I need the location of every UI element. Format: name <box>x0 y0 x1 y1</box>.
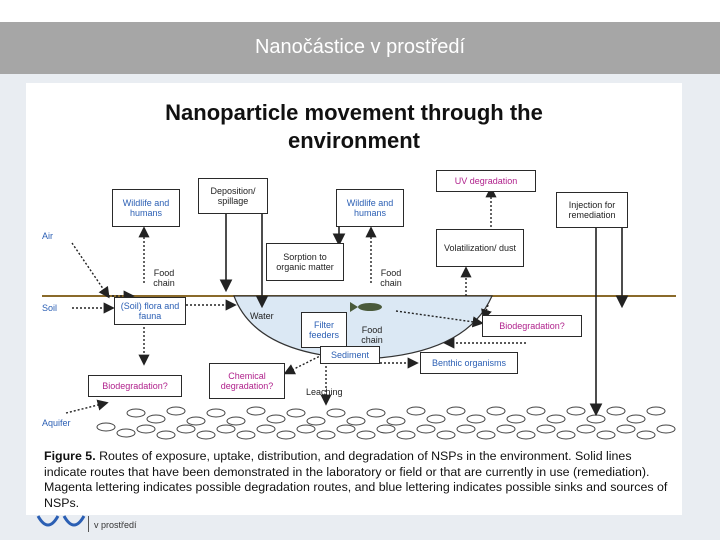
box-soil-flora-fauna: (Soil) flora and fauna <box>114 297 186 325</box>
box-deposition-spillage: Deposition/ spillage <box>198 178 268 214</box>
label-food-chain-3: Food chain <box>354 325 390 345</box>
box-chemical-degradation: Chemical degradation? <box>209 363 285 399</box>
caption-figure-number: Figure 5. <box>44 449 96 463</box>
box-biodegradation-right: Biodegradation? <box>482 315 582 337</box>
caption-text: Routes of exposure, uptake, distribution… <box>44 449 667 510</box>
top-strip <box>0 0 720 22</box>
box-sediment: Sediment <box>320 346 380 364</box>
box-sorption-organic: Sorption to organic matter <box>266 243 344 281</box>
footer-logo-icon <box>34 514 88 534</box>
label-food-chain-1: Food chain <box>144 268 184 288</box>
box-volatilization-dust: Volatilization/ dust <box>436 229 524 267</box>
label-leaching: Leaching <box>306 387 343 397</box>
footer-separator <box>88 516 89 532</box>
figure: Nanoparticle movement through the enviro… <box>26 83 682 515</box>
zone-label-air: Air <box>42 231 53 241</box>
box-biodegradation-left: Biodegradation? <box>88 375 182 397</box>
label-food-chain-2: Food chain <box>371 268 411 288</box>
label-water: Water <box>250 311 274 321</box>
slide-title: Nanočástice v prostředí <box>0 36 720 59</box>
box-filter-feeders: Filter feeders <box>301 312 347 348</box>
box-wildlife-humans-right: Wildlife and humans <box>336 189 404 227</box>
aquifer-pebbles <box>97 407 675 439</box>
box-wildlife-humans-left: Wildlife and humans <box>112 189 180 227</box>
zone-label-aquifer: Aquifer <box>42 418 71 428</box>
box-uv-degradation: UV degradation <box>436 170 536 192</box>
footer-text: v prostředí <box>94 520 137 530</box>
figure-caption: Figure 5. Routes of exposure, uptake, di… <box>44 449 674 511</box>
box-benthic-organisms: Benthic organisms <box>420 352 518 374</box>
box-injection-remediation: Injection for remediation <box>556 192 628 228</box>
zone-label-soil: Soil <box>42 303 57 313</box>
